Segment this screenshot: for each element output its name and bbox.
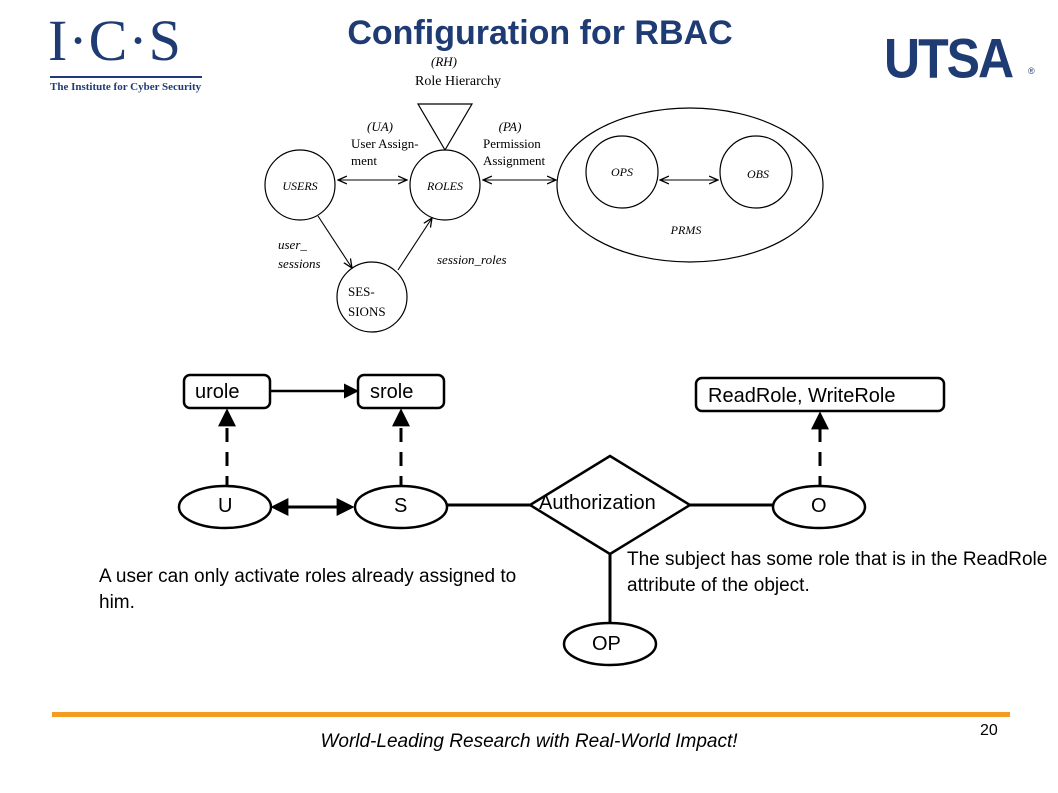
ics-logo-rule	[50, 76, 202, 78]
sessions-label-1: SES-	[348, 284, 375, 299]
urole-label: urole	[195, 381, 240, 403]
utsa-logo: UTSA	[884, 27, 1014, 90]
authorization-label: Authorization	[539, 492, 656, 514]
rh-abbrev: (RH)	[431, 54, 457, 69]
obs-label: OBS	[747, 167, 769, 181]
ops-node	[585, 135, 659, 209]
sessions-node	[336, 261, 408, 333]
footer-tagline: World-Leading Research with Real-World I…	[320, 731, 738, 752]
sessions-label-2: SIONS	[348, 304, 386, 319]
srole-label: srole	[370, 381, 414, 403]
ics-logo-mark: I·C·S	[48, 8, 182, 73]
role-hierarchy-loop	[416, 103, 474, 152]
op-label: OP	[592, 633, 621, 655]
caption-left: A user can only activate roles already a…	[99, 566, 517, 613]
ua-abbrev: (UA)	[367, 119, 393, 134]
rh-label: Role Hierarchy	[415, 74, 501, 89]
page-title: Configuration for RBAC	[347, 14, 733, 52]
object-roles-label: ReadRole, WriteRole	[708, 385, 896, 407]
prms-label: PRMS	[670, 223, 702, 237]
page-number: 20	[980, 722, 998, 739]
object-roles-box	[694, 376, 946, 413]
ops-label: OPS	[611, 165, 633, 179]
session-roles-label: session_roles	[437, 252, 507, 267]
footer-rule	[52, 712, 1010, 717]
users-label: USERS	[282, 179, 317, 193]
pa-label-1: Permission	[483, 136, 541, 151]
pa-label-2: Assignment	[483, 153, 546, 168]
caption-right: The subject has some role that is in the…	[627, 549, 1048, 596]
user-sessions-label-2: sessions	[278, 256, 321, 271]
prms-ellipse	[556, 107, 824, 263]
policy-diagram	[177, 373, 946, 667]
ua-label-2: ment	[351, 153, 377, 168]
ua-label-1: User Assign-	[351, 136, 419, 151]
user-sessions-edge	[317, 215, 352, 268]
obs-node	[719, 135, 793, 209]
pa-abbrev: (PA)	[499, 119, 522, 134]
u-label: U	[218, 495, 233, 517]
o-label: O	[811, 495, 827, 517]
o-node	[771, 484, 867, 530]
users-node	[264, 149, 336, 221]
ics-logo-subtitle: The Institute for Cyber Security	[50, 81, 202, 93]
session-roles-edge	[397, 218, 432, 271]
rbac-model: (RH) Role Hierarchy (UA) User Assign- me…	[264, 54, 824, 333]
utsa-registered-mark: ®	[1028, 66, 1035, 76]
roles-node	[409, 149, 481, 221]
s-node	[353, 484, 449, 530]
user-sessions-label-1: user_	[278, 237, 307, 252]
ics-logo: I·C·S The Institute for Cyber Security	[48, 10, 208, 96]
roles-label: ROLES	[426, 179, 463, 193]
s-label: S	[394, 495, 408, 517]
